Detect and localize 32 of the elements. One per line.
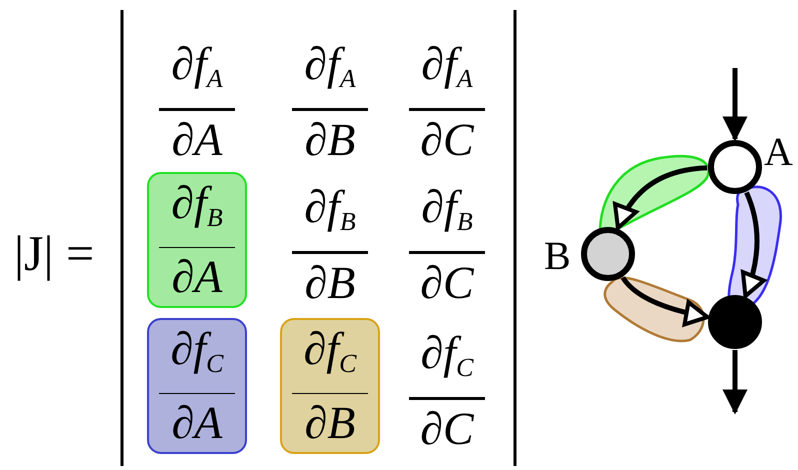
numerator: ∂f$_{A}$ [171, 37, 223, 95]
denominator: ∂A [172, 396, 222, 450]
determinant-label: |J| = [14, 226, 94, 280]
highlighted-entry [280, 318, 380, 454]
highlighted-entry [147, 172, 247, 308]
denominator: ∂A [172, 113, 222, 167]
node-label: B [544, 236, 571, 276]
arrow [614, 165, 708, 230]
numerator: ∂f$_{A}$ [421, 37, 473, 95]
numerator: ∂f$_{B}$ [171, 176, 223, 234]
numerator: ∂f$_{B}$ [421, 180, 473, 238]
denominator: ∂C [420, 256, 474, 310]
species-node [708, 295, 762, 349]
denominator: ∂B [304, 256, 356, 310]
node-label: A [764, 132, 793, 172]
highlighted-entry [147, 318, 247, 454]
numerator: ∂f$_{B}$ [304, 180, 356, 238]
arrow [722, 350, 748, 414]
arrow [740, 192, 766, 298]
denominator: ∂C [420, 402, 474, 456]
numerator: ∂f$_{C}$ [420, 326, 474, 384]
arrow [722, 68, 748, 142]
numerator: ∂f$_{C}$ [170, 322, 224, 380]
denominator: ∂B [304, 113, 356, 167]
arrow [620, 276, 710, 326]
numerator: ∂f$_{A}$ [304, 37, 356, 95]
species-node [708, 140, 762, 194]
denominator: ∂A [172, 250, 222, 304]
numerator: ∂f$_{C}$ [304, 322, 356, 380]
denominator: ∂B [304, 396, 356, 450]
denominator: ∂C [420, 113, 474, 167]
species-node [581, 227, 635, 281]
